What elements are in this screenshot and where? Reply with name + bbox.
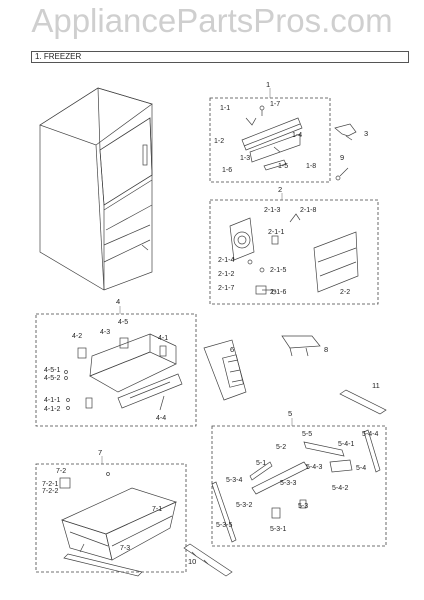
group-2-box xyxy=(209,193,379,305)
label-5-3-3: 5-3-3 xyxy=(280,480,296,487)
label-4-2: 4-2 xyxy=(72,333,82,340)
label-7-3: 7-3 xyxy=(120,545,130,552)
label-2-1-1: 2-1-1 xyxy=(268,229,284,236)
label-4: 4 xyxy=(116,297,120,306)
label-1-5: 1-5 xyxy=(278,163,288,170)
label-5-4-2: 5-4-2 xyxy=(332,485,348,492)
section-title: 1. FREEZER xyxy=(35,52,82,61)
label-3: 3 xyxy=(364,129,368,138)
label-5-5: 5-5 xyxy=(302,431,312,438)
label-7-2-1: 7-2-1 xyxy=(42,481,58,488)
watermark: AppliancePartsPros.com xyxy=(31,2,393,39)
label-4-5: 4-5 xyxy=(118,319,128,326)
label-2-1-2: 2-1-2 xyxy=(218,271,234,278)
label-4-1-1: 4-1-1 xyxy=(44,397,60,404)
label-5-3: 5-3 xyxy=(298,503,308,510)
label-5: 5 xyxy=(288,409,292,418)
label-5-3-1: 5-3-1 xyxy=(270,526,286,533)
label-4-1: 4-1 xyxy=(158,335,168,342)
label-2-2: 2-2 xyxy=(340,289,350,296)
section-header xyxy=(31,51,409,63)
label-4-5-2: 4-5-2 xyxy=(44,375,60,382)
label-2: 2 xyxy=(278,185,282,194)
label-5-2: 5-2 xyxy=(276,444,286,451)
label-2-1-6: 2-1-6 xyxy=(270,289,286,296)
label-2-1-4: 2-1-4 xyxy=(218,257,234,264)
label-1-1: 1-1 xyxy=(220,105,230,112)
label-5-4-3: 5-4-3 xyxy=(306,464,322,471)
label-1-2: 1-2 xyxy=(214,138,224,145)
group-4-box xyxy=(35,306,197,427)
part-9 xyxy=(335,167,349,181)
label-2-1-5: 2-1-5 xyxy=(270,267,286,274)
refrigerator-cabinet xyxy=(39,87,153,291)
label-5-3-5: 5-3-5 xyxy=(216,522,232,529)
label-2-1-7: 2-1-7 xyxy=(218,285,234,292)
callout-labels: 1 1-1 1-7 1-2 1-4 1-3 1-5 1-6 1-8 3 9 2 … xyxy=(42,80,380,566)
part-6 xyxy=(203,339,247,401)
label-1-6: 1-6 xyxy=(222,167,232,174)
label-1-7: 1-7 xyxy=(270,101,280,108)
label-11: 11 xyxy=(372,381,380,390)
label-7: 7 xyxy=(98,448,102,457)
label-6: 6 xyxy=(230,345,234,354)
label-5-3-2: 5-3-2 xyxy=(236,502,252,509)
label-5-4-4: 5-4-4 xyxy=(362,431,378,438)
label-4-4: 4-4 xyxy=(156,415,166,422)
label-1-3: 1-3 xyxy=(240,155,250,162)
label-5-1: 5-1 xyxy=(256,460,266,467)
part-11 xyxy=(339,389,387,415)
label-2-1-3: 2-1-3 xyxy=(264,207,280,214)
group-7-box xyxy=(35,456,187,577)
part-8 xyxy=(281,335,321,357)
label-7-2: 7-2 xyxy=(56,468,66,475)
part-10 xyxy=(183,543,233,577)
label-5-4-1: 5-4-1 xyxy=(338,441,354,448)
label-4-5-1: 4-5-1 xyxy=(44,367,60,374)
label-8: 8 xyxy=(324,345,328,354)
label-1: 1 xyxy=(266,80,270,89)
label-4-1-2: 4-1-2 xyxy=(44,406,60,413)
label-7-2-2: 7-2-2 xyxy=(42,488,58,495)
label-5-4: 5-4 xyxy=(356,465,366,472)
label-10: 10 xyxy=(188,557,196,566)
label-7-1: 7-1 xyxy=(152,506,162,513)
label-2-1-8: 2-1-8 xyxy=(300,207,316,214)
label-4-3: 4-3 xyxy=(100,329,110,336)
group-1-box xyxy=(209,88,331,183)
label-1-8: 1-8 xyxy=(306,163,316,170)
group-5-box xyxy=(211,418,387,547)
label-9: 9 xyxy=(340,153,344,162)
part-3 xyxy=(334,123,357,141)
label-5-3-4: 5-3-4 xyxy=(226,477,242,484)
label-1-4: 1-4 xyxy=(292,132,302,139)
